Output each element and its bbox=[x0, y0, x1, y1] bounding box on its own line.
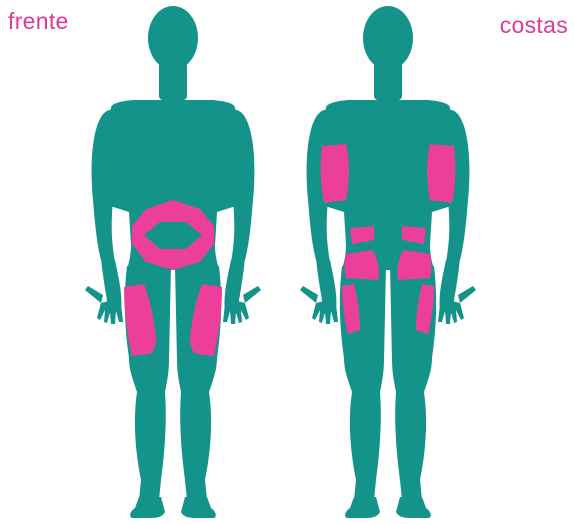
zone-right-buttock bbox=[397, 250, 431, 280]
zone-right-upper-arm bbox=[427, 144, 455, 203]
back-figure bbox=[300, 6, 476, 518]
front-figure bbox=[85, 6, 261, 518]
zone-left-upper-arm bbox=[321, 144, 349, 203]
zone-left-buttock bbox=[345, 250, 379, 280]
back-body-silhouette bbox=[300, 6, 476, 518]
